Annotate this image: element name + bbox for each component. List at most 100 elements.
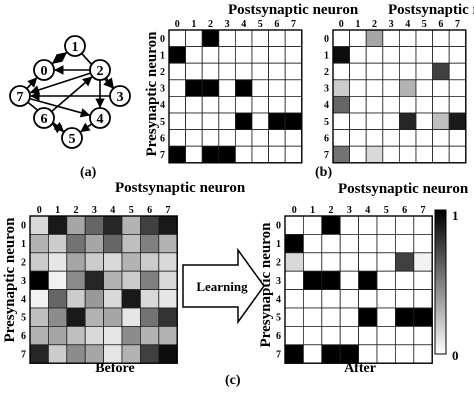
column-tick-label: 4 xyxy=(241,19,246,30)
matrix-cell xyxy=(284,129,303,147)
matrix-cell xyxy=(432,79,450,97)
matrix-cell xyxy=(84,289,104,309)
row-tick-label: 0 xyxy=(324,34,329,45)
graph-node-label: 7 xyxy=(17,90,24,105)
matrix-cell xyxy=(121,252,141,272)
matrix-cell xyxy=(448,145,467,164)
column-tick-label: 6 xyxy=(402,205,407,216)
column-tick-label: 3 xyxy=(92,205,97,216)
matrix-cell xyxy=(432,96,450,114)
matrix-cell xyxy=(201,145,220,164)
matrix-border xyxy=(29,215,178,364)
matrix-cell xyxy=(218,112,236,131)
matrix-cell xyxy=(365,62,384,81)
column-tick-label: 3 xyxy=(347,205,352,216)
column-tick-label: 7 xyxy=(166,205,171,216)
matrix-cell xyxy=(358,325,378,346)
column-tick-label: 3 xyxy=(389,19,394,30)
matrix-cell xyxy=(284,145,303,164)
matrix-cell xyxy=(218,62,236,81)
matrix-cell xyxy=(103,233,123,254)
graph-node-label: 1 xyxy=(72,40,79,55)
matrix-cell xyxy=(358,215,378,235)
row-tick-label: 7 xyxy=(324,150,329,161)
presynaptic-label-after: Presynaptic neuron xyxy=(258,222,274,348)
matrix-cell xyxy=(398,79,417,97)
matrix-cell xyxy=(432,129,450,147)
matrix-cell xyxy=(139,233,160,254)
matrix-cell xyxy=(234,112,253,131)
postsynaptic-title-b-right: Postsynaptic neuron xyxy=(388,2,474,18)
matrix-cell xyxy=(415,29,434,48)
matrix-cell xyxy=(413,233,433,254)
column-tick-label: 1 xyxy=(55,205,60,216)
matrix-cell xyxy=(234,46,253,64)
matrix-cell xyxy=(358,252,378,272)
matrix-cell xyxy=(234,129,253,147)
matrix-cell xyxy=(48,270,68,291)
row-tick-label: 1 xyxy=(324,50,329,61)
matrix-cell xyxy=(185,29,203,48)
matrix-cell xyxy=(268,129,286,147)
matrix-cell xyxy=(284,252,304,272)
matrix-cell xyxy=(29,344,49,364)
matrix-cell xyxy=(284,307,304,327)
matrix-border xyxy=(332,29,467,164)
matrix-cell xyxy=(321,215,341,235)
row-tick-label: 2 xyxy=(324,67,329,78)
matrix-cell xyxy=(284,79,303,97)
matrix-cell xyxy=(29,233,49,254)
matrix-cell xyxy=(234,29,253,48)
matrix-cell xyxy=(349,62,367,81)
matrix-cell xyxy=(103,215,123,235)
matrix-cell xyxy=(302,252,323,272)
column-tick-label: 6 xyxy=(147,205,152,216)
matrix-cell xyxy=(234,145,253,164)
row-tick-label: 0 xyxy=(21,221,26,232)
matrix-cell xyxy=(121,215,141,235)
matrix-cell xyxy=(268,145,286,164)
matrix-cell xyxy=(365,79,384,97)
column-tick-label: 2 xyxy=(208,19,213,30)
matrix-cell xyxy=(103,289,123,309)
graph-node-label: 6 xyxy=(41,112,48,127)
matrix-cell xyxy=(365,129,384,147)
matrix-cell xyxy=(284,344,304,364)
matrix-cell xyxy=(365,145,384,164)
matrix-cell xyxy=(121,233,141,254)
matrix-cell xyxy=(382,145,400,164)
matrix-cell xyxy=(201,79,220,97)
matrix-cell xyxy=(185,46,203,64)
row-tick-label: 1 xyxy=(276,239,281,250)
matrix-cell xyxy=(415,129,434,147)
column-tick-label: 4 xyxy=(405,19,410,30)
row-tick-label: 1 xyxy=(160,50,165,61)
matrix-cell xyxy=(284,215,304,235)
matrix-cell xyxy=(321,325,341,346)
matrix-cell xyxy=(66,270,86,291)
row-tick-label: 5 xyxy=(160,117,165,128)
matrix-cell xyxy=(121,325,141,346)
matrix-cell xyxy=(365,46,384,64)
matrix-cell xyxy=(339,233,360,254)
matrix-cell xyxy=(251,96,270,114)
matrix-cell xyxy=(284,325,304,346)
matrix-cell xyxy=(448,79,467,97)
matrix-cell xyxy=(349,29,367,48)
row-tick-label: 2 xyxy=(21,258,26,269)
colorbar-gradient xyxy=(434,209,447,355)
matrix-cell xyxy=(376,252,396,272)
matrix-cell xyxy=(339,215,360,235)
matrix-cell xyxy=(168,46,187,64)
matrix-cell xyxy=(376,233,396,254)
learning-arrow-shape xyxy=(182,247,265,325)
matrix-cell xyxy=(121,289,141,309)
matrix-cell xyxy=(48,344,68,364)
matrix-cell xyxy=(29,252,49,272)
matrix-cell xyxy=(84,215,104,235)
column-tick-label: 7 xyxy=(455,19,460,30)
matrix-cell xyxy=(349,112,367,131)
